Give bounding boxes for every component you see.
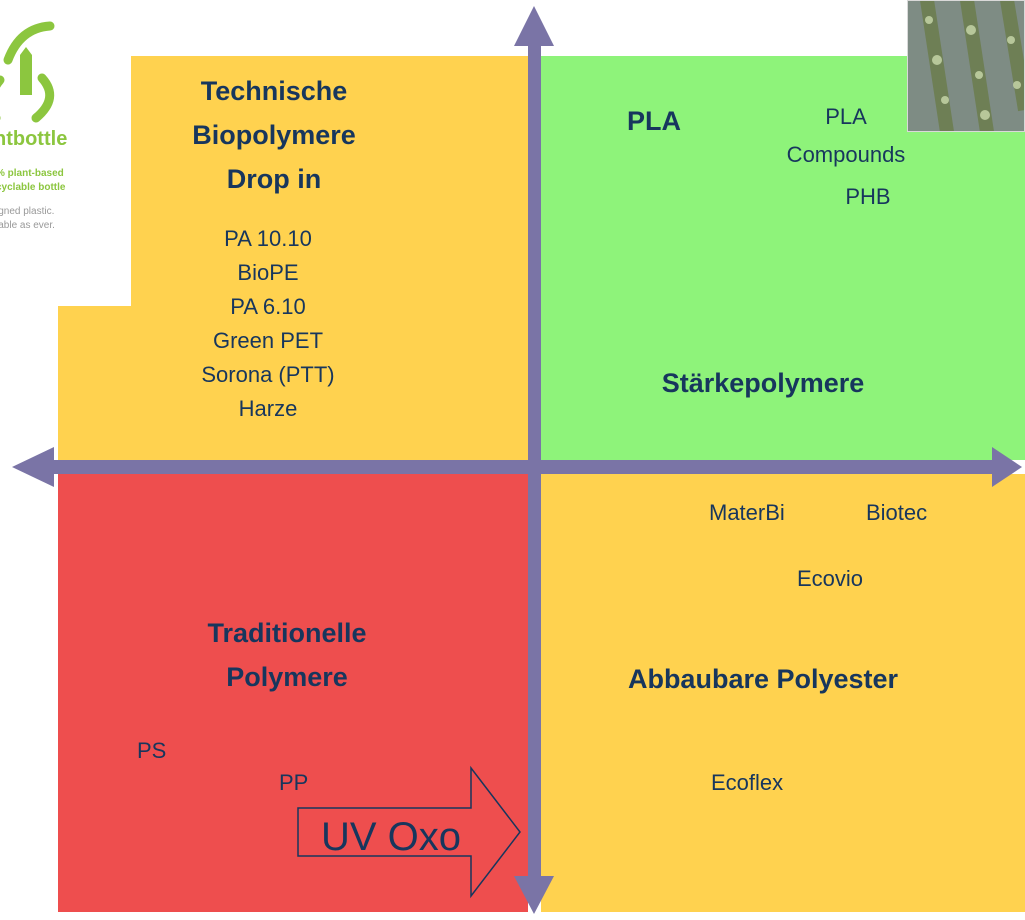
plantbottle-logo: ntbottle % plant-based cyclable bottle i… (0, 0, 131, 306)
tr-item-compounds: Compounds (786, 142, 906, 167)
br-item-ecovio: Ecovio (797, 566, 864, 591)
br-item-biotec: Biotec (866, 500, 928, 525)
tl-item-pa610: PA 6.10 (230, 294, 306, 319)
recycle-bottle-icon (0, 21, 55, 123)
logo-wordmark: ntbottle (0, 128, 68, 150)
logo-tagline-3: igned plastic. (0, 206, 55, 217)
uv-oxo-label: UV Oxo (320, 815, 462, 859)
br-item-ecoflex: Ecoflex (711, 770, 784, 795)
tl-heading-line-2: Biopolymere (192, 120, 356, 150)
arrow-up-icon (514, 6, 554, 46)
tl-heading-line-1: Technische (200, 76, 348, 106)
tl-item-green-pet: Green PET (212, 328, 324, 353)
bl-item-ps: PS (137, 738, 167, 763)
bl-heading-line-1: Traditionelle (207, 618, 367, 648)
tl-item-pa1010: PA 10.10 (224, 226, 312, 251)
tl-item-sorona: Sorona (PTT) (201, 362, 335, 387)
logo-tagline-2: cyclable bottle (0, 182, 66, 193)
tr-heading-pla: PLA (627, 106, 681, 136)
quadrant-degradable-polyester (541, 474, 1025, 912)
br-item-materbi: MaterBi (709, 500, 785, 525)
quadrant-technical-biopolymers (58, 56, 528, 460)
tl-item-harze: Harze (238, 396, 298, 421)
arrow-down-icon (514, 876, 554, 914)
arrow-right-icon (992, 447, 1022, 487)
uv-oxo-arrow-shape (297, 765, 521, 899)
logo-tagline-4: lable as ever. (0, 220, 55, 231)
tr-item-phb: PHB (845, 184, 891, 209)
horizontal-axis (12, 447, 1022, 487)
logo-tagline-1: % plant-based (0, 168, 64, 179)
tr-heading-starch: Stärkepolymere (661, 368, 865, 398)
bl-item-pp: PP (279, 770, 309, 795)
tl-heading-line-3: Drop in (226, 164, 322, 194)
arrow-left-icon (12, 447, 54, 487)
bl-heading-line-2: Polymere (226, 662, 348, 692)
crop-field-photo (907, 0, 1025, 132)
br-heading-polyester: Abbaubare Polyester (627, 664, 899, 694)
tr-item-pla: PLA (825, 104, 867, 129)
tl-item-biope: BioPE (237, 260, 299, 285)
